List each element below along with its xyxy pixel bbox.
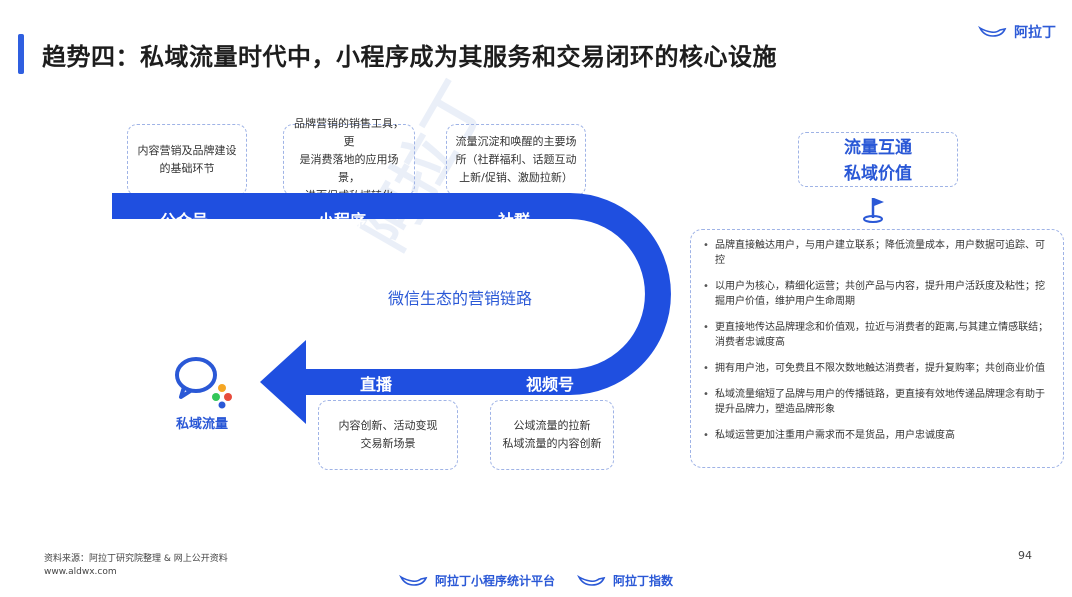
node-channels: 视频号 [526,375,575,394]
list-item: 品牌直接触达用户，与用户建立联系；降低流量成本，用户数据可追踪、可控 [701,238,1051,268]
genie-lamp-icon [978,25,1007,37]
brand-name: 阿拉丁 [1014,25,1056,41]
footer-brands: 阿拉丁小程序统计平台 阿拉丁指数 [0,572,1072,589]
value-title-line1: 流量互通 [844,138,912,158]
node-community: 社群 [498,211,531,230]
source-note: 资料来源：阿拉丁研究院整理 & 网上公开资料 www.aldwx.com [44,553,228,579]
list-item: 拥有用户池，可免费且不限次数地触达消费者，提升复购率；共创商业价值 [701,361,1051,376]
value-title-box: 流量互通 私域价值 [798,132,958,187]
note-channels: 公域流量的拉新 私域流量的内容创新 [490,400,614,470]
value-title-line2: 私域价值 [844,164,912,184]
page-number: 94 [1018,549,1032,562]
note-community: 流量沉淀和唤醒的主要场 所（社群福利、话题互动 上新/促销、激励拉新） [446,124,586,196]
private-traffic-label: 私域流量 [176,417,229,432]
genie-lamp-icon [577,574,606,586]
note-livestream: 内容创新、活动变现 交易新场景 [318,400,458,470]
node-miniprogram: 小程序 [318,211,367,230]
chain-center-label: 微信生态的营销链路 [388,289,533,308]
flag-icon [863,198,884,223]
wechat-icon [175,357,232,409]
source-line: 资料来源：阿拉丁研究院整理 & 网上公开资料 [44,554,228,564]
note-gongzhonghao: 内容营销及品牌建设 的基础环节 [127,124,247,196]
footer-brand-index: 阿拉丁指数 [577,572,673,589]
list-item: 私域流量缩短了品牌与用户的传播链路，更直接有效地传递品牌理念有助于提升品牌力，塑… [701,387,1051,417]
list-item: 以用户为核心，精细化运营；共创产品与内容，提升用户活跃度及粘性；挖掘用户价值，维… [701,279,1051,309]
list-item: 更直接地传达品牌理念和价值观，拉近与消费者的距离,与其建立情感联结；消费者忠诚度… [701,320,1051,350]
brand-logo: 阿拉丁 [978,22,1056,42]
private-value-list: 品牌直接触达用户，与用户建立联系；降低流量成本，用户数据可追踪、可控 以用户为核… [690,229,1064,468]
title-accent-bar [18,34,24,74]
page-title: 趋势四：私域流量时代中，小程序成为其服务和交易闭环的核心设施 [42,43,777,71]
genie-lamp-icon [399,574,428,586]
source-url: www.aldwx.com [44,567,117,577]
footer-brand-stats: 阿拉丁小程序统计平台 [399,572,555,589]
node-gongzhonghao: 公众号 [160,211,209,230]
list-item: 私域运营更加注重用户需求而不是货品，用户忠诚度高 [701,428,1051,443]
node-livestream: 直播 [360,375,393,394]
